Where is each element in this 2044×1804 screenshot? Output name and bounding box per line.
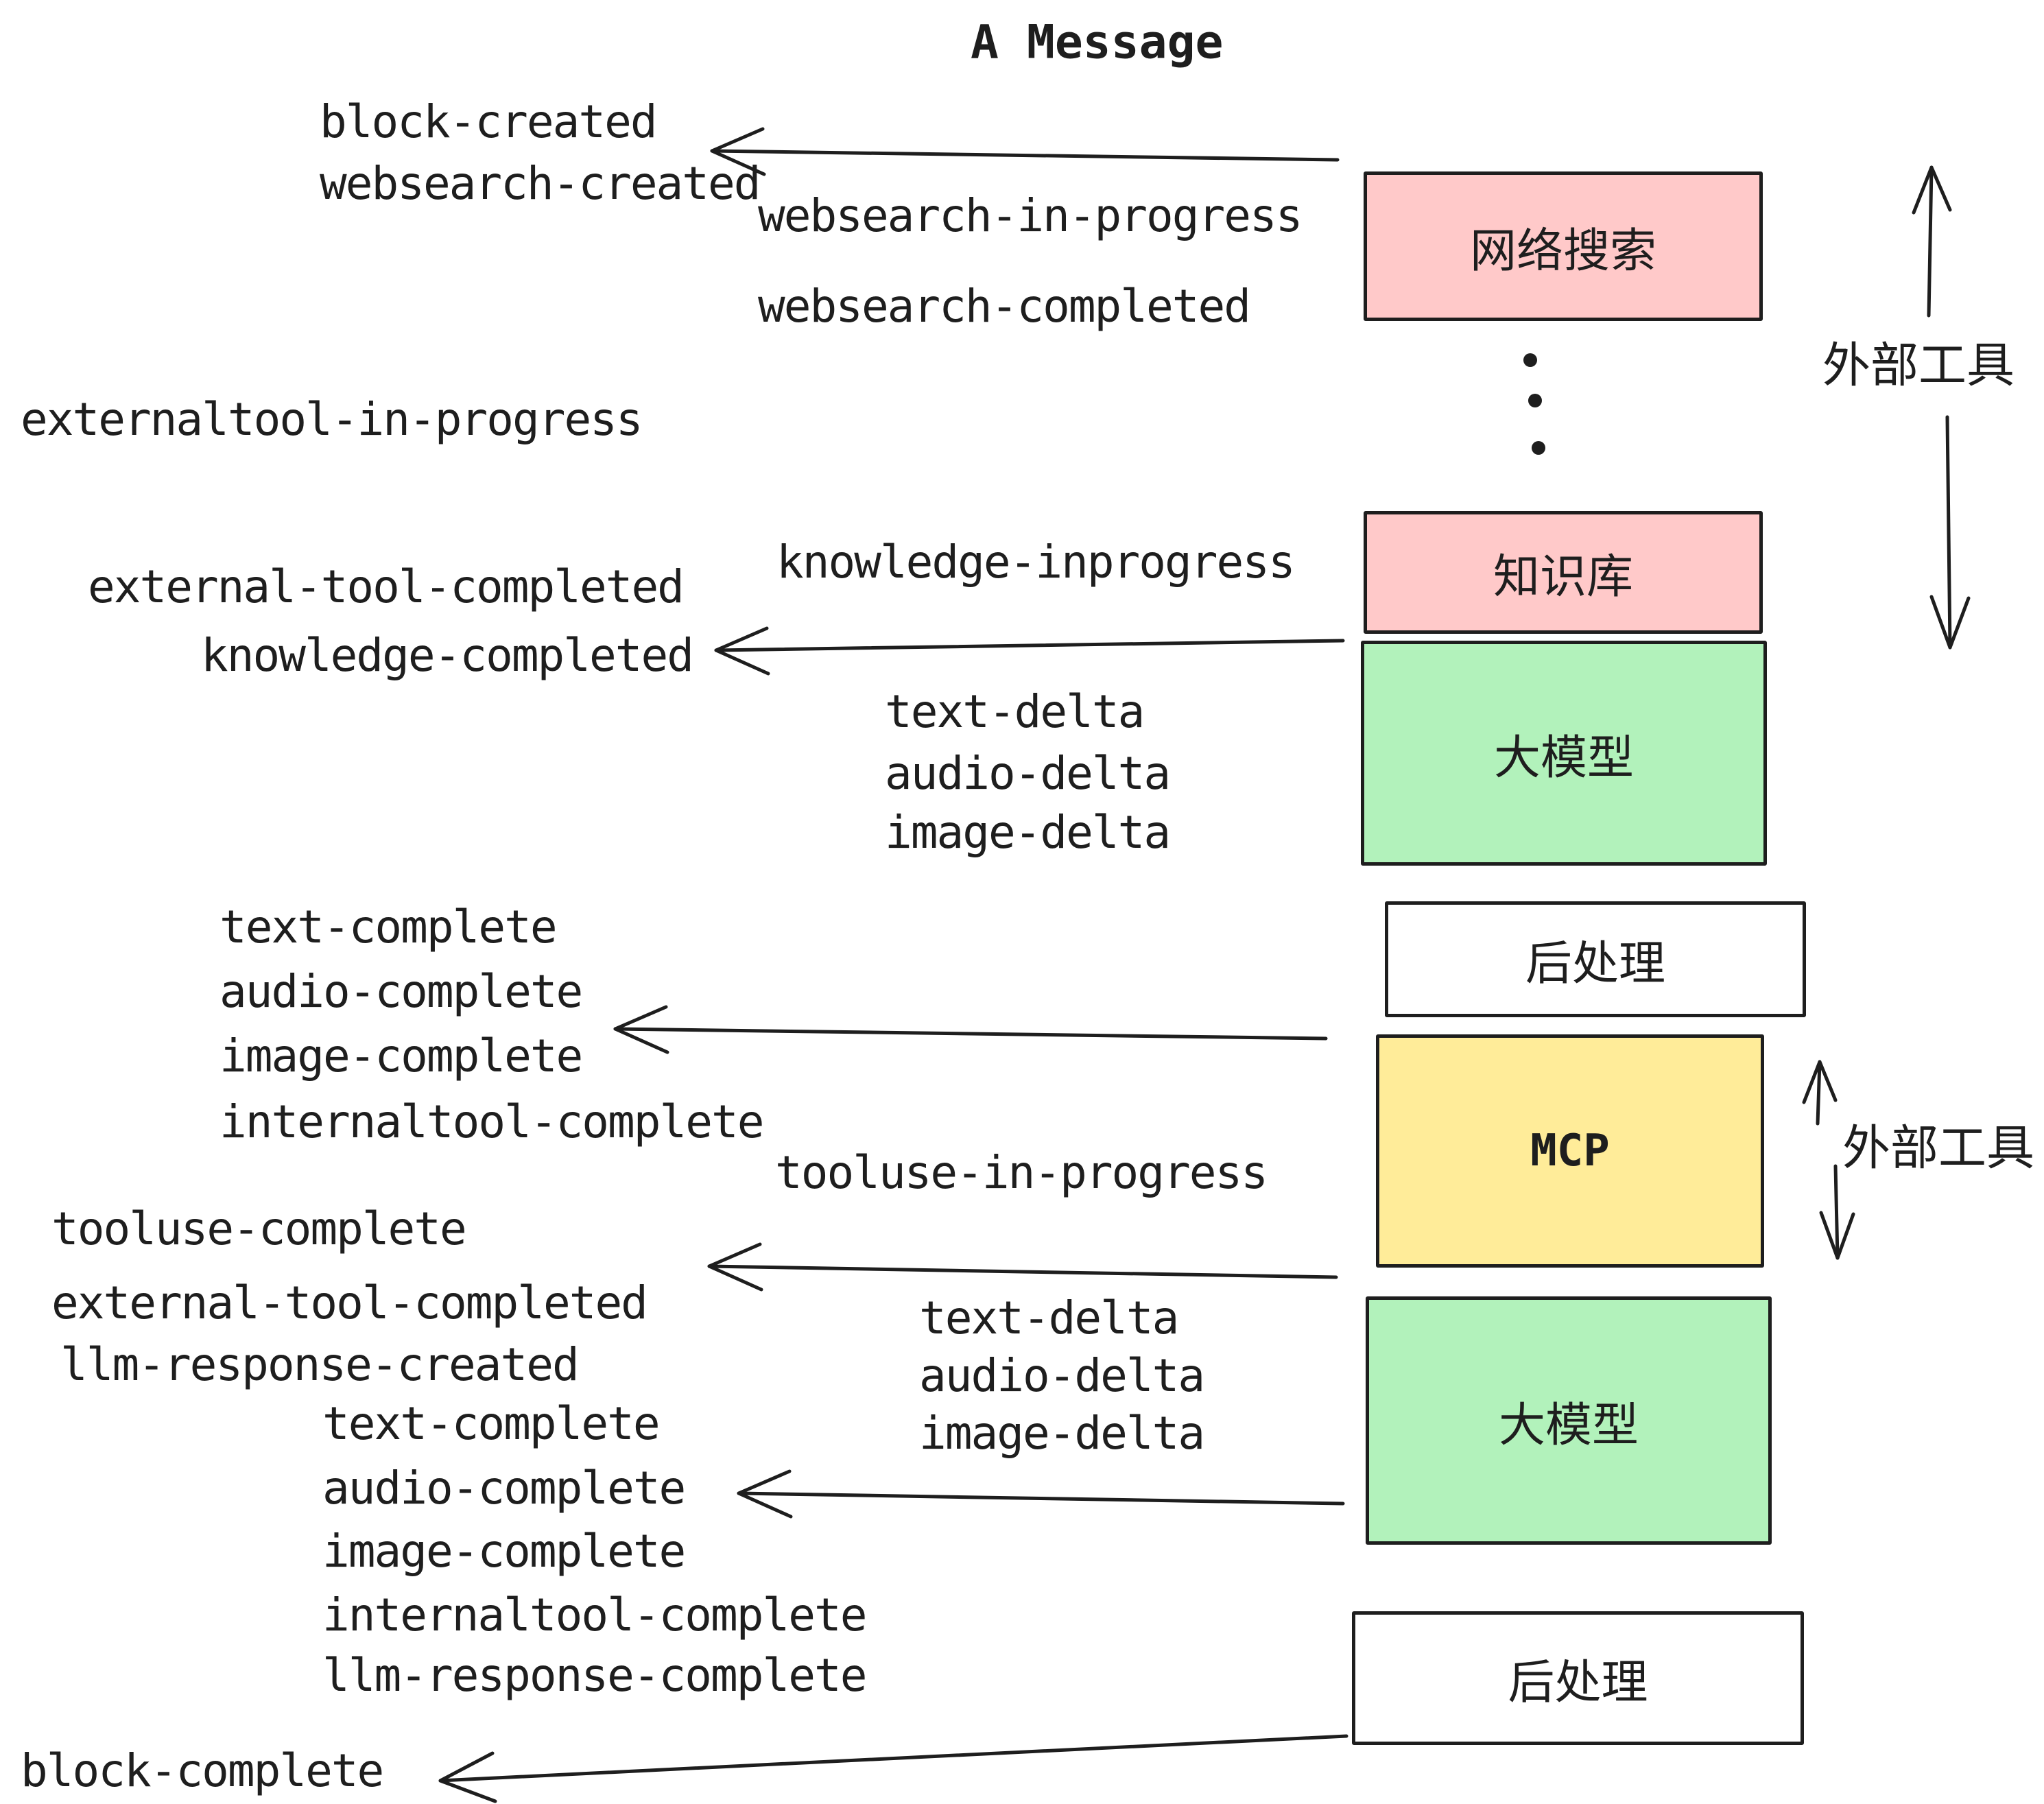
arrow-external-tools-down-2 <box>1819 1164 1855 1260</box>
annotation-external-tools-1: 外部工具 <box>1822 338 2015 392</box>
event-block-complete: block-complete <box>21 1744 384 1797</box>
annotation-external-tools-2: 外部工具 <box>1842 1121 2034 1175</box>
event-image-complete-2: image-complete <box>322 1525 686 1578</box>
event-knowledge-completed: knowledge-completed <box>201 629 694 682</box>
event-text-complete-2: text-complete <box>322 1397 661 1450</box>
event-tooluse-in-progress: tooluse-in-progress <box>775 1146 1268 1199</box>
event-websearch-completed: websearch-completed <box>758 280 1251 333</box>
event-audio-complete-1: audio-complete <box>219 965 583 1018</box>
arrow-websearch-to-block-created <box>710 127 1340 176</box>
node-llm-2-label: 大模型 <box>1498 1399 1639 1451</box>
event-audio-delta-2: audio-delta <box>919 1349 1205 1402</box>
event-audio-delta-1: audio-delta <box>885 747 1171 800</box>
event-external-tool-completed-2: external-tool-completed <box>51 1277 648 1329</box>
diagram-title: A Message <box>971 15 1224 70</box>
node-mcp-label: MCP <box>1530 1126 1610 1176</box>
event-text-delta-2: text-delta <box>919 1292 1179 1344</box>
event-websearch-in-progress: websearch-in-progress <box>758 189 1303 242</box>
event-externaltool-in-progress: externaltool-in-progress <box>21 393 643 446</box>
node-websearch: 网络搜索 <box>1364 171 1763 321</box>
arrow-external-tools-up-2 <box>1802 1060 1838 1126</box>
arrow-external-tools-down-1 <box>1929 415 1971 650</box>
event-websearch-created: websearch-created <box>320 157 761 210</box>
arrow-llm1-to-knowledge-completed <box>714 626 1345 676</box>
node-knowledge-label: 知识库 <box>1493 551 1633 603</box>
node-postprocess-2: 后处理 <box>1352 1611 1804 1745</box>
event-llm-response-complete: llm-response-complete <box>322 1649 867 1702</box>
event-text-complete-1: text-complete <box>219 901 558 953</box>
event-audio-complete-2: audio-complete <box>322 1462 686 1515</box>
node-knowledge: 知识库 <box>1364 511 1763 634</box>
node-postprocess-1: 后处理 <box>1385 901 1806 1017</box>
arrow-postprocess1-to-image-complete <box>613 1005 1328 1054</box>
event-tooluse-complete: tooluse-complete <box>51 1202 467 1255</box>
arrow-external-tools-up-1 <box>1912 165 1952 318</box>
event-image-complete-1: image-complete <box>219 1030 583 1082</box>
node-llm-1-label: 大模型 <box>1493 731 1634 784</box>
node-mcp: MCP <box>1376 1034 1764 1268</box>
node-websearch-label: 网络搜索 <box>1469 224 1656 277</box>
event-external-tool-completed-1: external-tool-completed <box>88 560 685 613</box>
node-llm-2: 大模型 <box>1366 1296 1772 1545</box>
node-postprocess-2-label: 后处理 <box>1508 1657 1648 1709</box>
arrow-mcp-to-tooluse-complete <box>707 1242 1338 1292</box>
event-block-created: block-created <box>320 95 658 148</box>
event-text-delta-1: text-delta <box>885 685 1145 738</box>
event-image-delta-1: image-delta <box>885 806 1171 859</box>
arrow-llm2-to-audio-complete <box>737 1469 1345 1519</box>
arrow-postprocess2-to-block-complete <box>438 1734 1348 1803</box>
node-llm-1: 大模型 <box>1361 641 1767 866</box>
event-knowledge-inprogress: knowledge-inprogress <box>776 536 1296 589</box>
node-postprocess-1-label: 后处理 <box>1525 938 1665 990</box>
event-image-delta-2: image-delta <box>919 1407 1205 1460</box>
event-llm-response-created: llm-response-created <box>60 1338 580 1391</box>
event-internaltool-complete-2: internaltool-complete <box>322 1589 867 1641</box>
ellipsis-dots <box>1523 353 1545 455</box>
event-internaltool-complete-1: internaltool-complete <box>219 1095 764 1148</box>
